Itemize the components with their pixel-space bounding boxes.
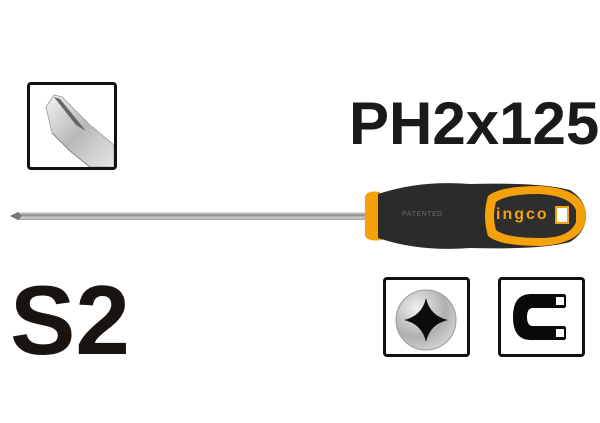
- screwdriver-image: [0, 175, 600, 265]
- handle-marking: PATENTED: [402, 211, 443, 218]
- material-label: S2: [10, 265, 130, 375]
- phillips-screw-head-icon: [383, 277, 470, 357]
- phillips-tip-icon: [27, 82, 117, 170]
- brand-logo: INGCO: [496, 206, 549, 223]
- magnetic-tip-icon: [498, 277, 585, 357]
- model-label: PH2x125: [349, 90, 600, 157]
